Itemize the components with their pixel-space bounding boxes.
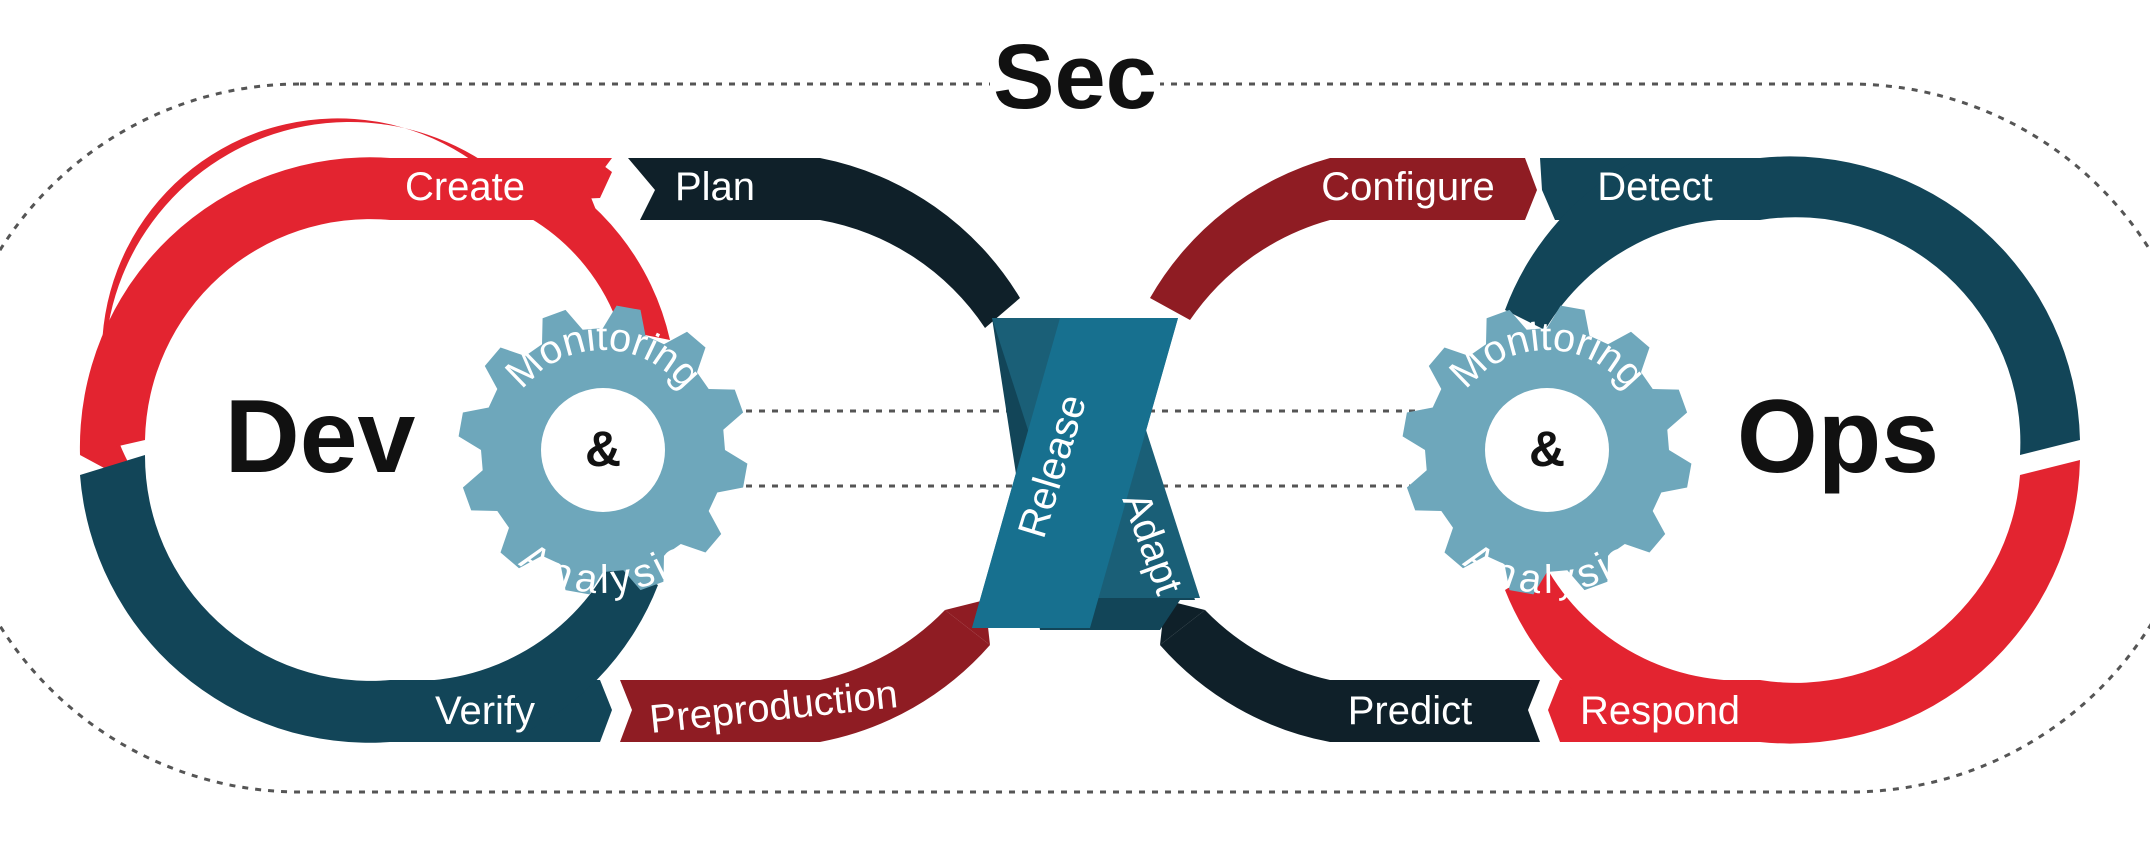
segment-preproduction[interactable] bbox=[620, 610, 990, 742]
stage-create-label: Create bbox=[405, 165, 525, 209]
segment-predict[interactable] bbox=[1160, 610, 1540, 742]
segment-respond-inner[interactable] bbox=[1505, 565, 1760, 742]
stage-configure-label: Configure bbox=[1321, 165, 1494, 209]
stage-predict-label: Predict bbox=[1348, 689, 1473, 733]
segment-detect-inner[interactable] bbox=[1505, 158, 1760, 330]
segment-detect[interactable] bbox=[1540, 156, 2080, 455]
release-band-front[interactable] bbox=[972, 318, 1178, 628]
stage-respond-label: Respond bbox=[1580, 689, 1740, 733]
dev-label: Dev bbox=[225, 379, 416, 495]
segment-verify[interactable] bbox=[80, 455, 612, 743]
segment-create-band[interactable] bbox=[79, 157, 613, 456]
stage-detect-label: Detect bbox=[1597, 165, 1713, 209]
gear-left-ampersand: & bbox=[585, 421, 621, 477]
stage-verify-label: Verify bbox=[435, 689, 535, 733]
stage-plan-label: Plan bbox=[675, 165, 755, 209]
segment-verify-inner[interactable] bbox=[390, 560, 658, 742]
ops-label: Ops bbox=[1737, 379, 1939, 495]
title-backing bbox=[990, 30, 1160, 130]
gear-right-ampersand: & bbox=[1529, 421, 1565, 477]
segment-respond[interactable] bbox=[1548, 460, 2080, 744]
gear-right: Monitoring Analysis & bbox=[1402, 305, 1692, 602]
segment-plan[interactable] bbox=[628, 158, 1020, 328]
segment-configure[interactable] bbox=[1150, 158, 1537, 320]
gear-left: Monitoring Analysis & bbox=[458, 305, 748, 602]
sec-title: Sec bbox=[993, 26, 1157, 128]
